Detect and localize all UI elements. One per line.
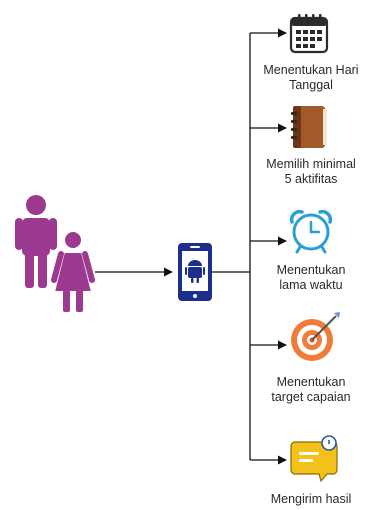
- step-label-1-line-1: Menentukan Hari: [263, 63, 359, 77]
- step-label-4: Menentukan target capaian: [246, 375, 368, 405]
- step-label-2: Memilih minimal 5 aktifitas: [246, 157, 368, 187]
- step-label-3: Menentukan lama waktu: [246, 263, 368, 293]
- step-label-4-line-2: target capaian: [271, 390, 351, 404]
- step-label-3-line-2: lama waktu: [279, 278, 343, 292]
- man-figure: [15, 195, 57, 288]
- woman-figure: [51, 230, 95, 312]
- chat-bubble-icon: [290, 435, 338, 483]
- alarm-clock-icon: [289, 209, 333, 254]
- step-label-5-line-1: Mengirim hasil: [270, 492, 352, 506]
- step-label-2-line-1: Memilih minimal: [266, 157, 356, 171]
- family-icon: [15, 195, 95, 312]
- step-label-1: Menentukan Hari Tanggal: [246, 63, 368, 93]
- step-label-4-line-1: Menentukan: [276, 375, 346, 389]
- android-phone-icon: [178, 243, 212, 301]
- calendar-icon: [289, 14, 329, 54]
- step-label-2-line-2: 5 aktifitas: [284, 172, 338, 186]
- step-label-1-line-2: Tanggal: [289, 78, 333, 92]
- target-icon: [291, 312, 340, 361]
- android-robot: [185, 260, 205, 283]
- step-label-5: Mengirim hasil: [246, 492, 368, 507]
- notebook-icon: [291, 106, 327, 148]
- step-label-3-line-1: Menentukan: [276, 263, 346, 277]
- branch-connectors: [212, 28, 287, 465]
